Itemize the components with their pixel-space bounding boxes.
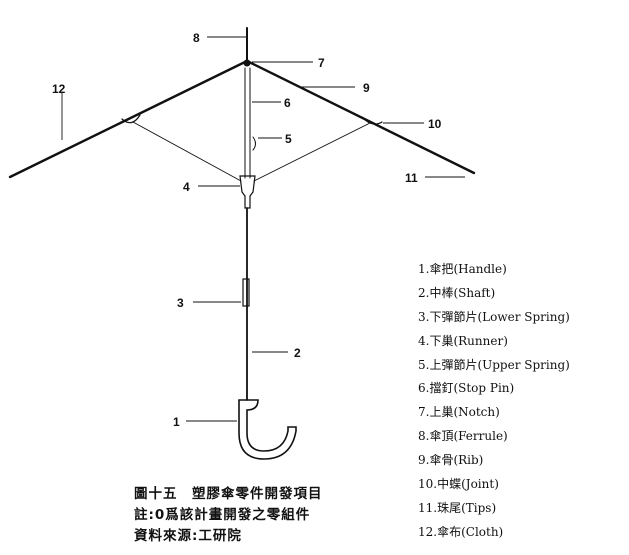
callout-2: 2 [294, 346, 301, 360]
callout-12: 12 [52, 82, 66, 96]
stretcher-left [132, 121, 242, 182]
legend-item: 4.下巢(Runner) [418, 333, 508, 348]
callout-4: 4 [183, 180, 190, 194]
legend-item: 2.中棒(Shaft) [418, 285, 496, 300]
callout-1: 1 [173, 415, 180, 429]
runner [239, 175, 256, 209]
figure-caption: 圖十五 塑膠傘零件開發項目 註:0爲該計畫開發之零組件 資料來源:工研院 [134, 484, 323, 547]
notch [243, 59, 251, 67]
rib-right [245, 59, 476, 175]
legend-item: 7.上巢(Notch) [418, 405, 500, 420]
legend-item: 5.上彈節片(Upper Spring) [418, 357, 570, 372]
legend-item: 11.珠尾(Tips) [418, 500, 497, 515]
upper-spring [252, 136, 256, 151]
legend-item: 3.下彈節片(Lower Spring) [418, 309, 570, 324]
legend-item: 6.擋釘(Stop Pin) [418, 381, 515, 396]
joint-right [361, 116, 383, 125]
callout-5: 5 [285, 132, 292, 146]
callout-11: 11 [405, 171, 418, 185]
parts-legend: 1.傘把(Handle) 2.中棒(Shaft) 3.下彈節片(Lower Sp… [418, 258, 570, 545]
legend-item: 9.傘骨(Rib) [418, 453, 484, 468]
joint-left [121, 114, 141, 124]
legend-item: 1.傘把(Handle) [418, 262, 507, 276]
caption-title: 圖十五 塑膠傘零件開發項目 [134, 486, 323, 502]
handle [238, 399, 297, 460]
lower-spring [242, 278, 250, 307]
callout-6: 6 [284, 96, 291, 110]
callout-8: 8 [193, 31, 200, 45]
callout-9: 9 [363, 81, 370, 95]
legend-item: 12.傘布(Cloth) [418, 524, 504, 539]
stretcher-right [253, 122, 371, 182]
callout-10: 10 [428, 117, 442, 131]
callout-3: 3 [177, 296, 184, 310]
callout-7: 7 [318, 56, 325, 70]
rib-left [8, 59, 249, 179]
legend-item: 10.中蝶(Joint) [418, 477, 499, 492]
caption-source: 資料來源:工研院 [134, 528, 242, 544]
caption-note: 註:0爲該計畫開發之零組件 [134, 507, 311, 523]
legend-item: 8.傘頂(Ferrule) [418, 429, 508, 444]
